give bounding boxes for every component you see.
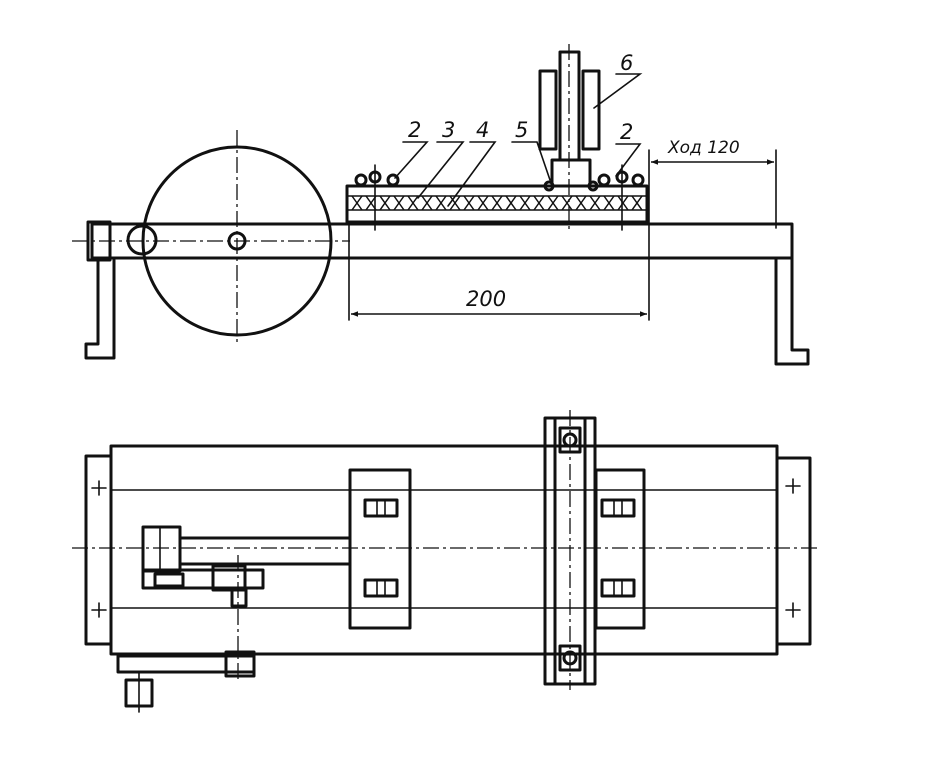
right-clamp-bolts <box>597 164 645 231</box>
length-dimension <box>348 223 647 321</box>
callout-3: 3 <box>442 118 455 142</box>
roller-assembly <box>538 44 601 232</box>
plan-view <box>72 410 820 713</box>
eccentric-pin <box>126 224 158 256</box>
crank-handle <box>116 650 256 713</box>
stroke-label: Ход 120 <box>667 138 740 158</box>
eccentric-linkage <box>141 555 265 680</box>
stroke-dimension <box>648 149 777 321</box>
left-end-plate <box>84 454 113 646</box>
specimen-stack <box>345 184 649 224</box>
left-clamp-block <box>348 468 412 630</box>
callout-4: 4 <box>476 118 489 142</box>
front-view: 2 3 4 5 2 6 Ход 120 200 <box>72 44 810 366</box>
callout-leaders <box>394 73 643 207</box>
length-label: 200 <box>466 287 506 311</box>
plan-bolts <box>363 498 636 598</box>
right-leg <box>774 226 810 366</box>
mounting-marks <box>91 478 801 618</box>
callout-2-left: 2 <box>408 118 421 142</box>
callout-5: 5 <box>515 118 528 142</box>
right-end-plate <box>775 456 812 646</box>
callout-6: 6 <box>620 51 633 75</box>
roller-bearings <box>558 426 582 672</box>
left-leg <box>84 258 116 360</box>
callout-2-right: 2 <box>620 120 633 144</box>
beam <box>90 222 794 260</box>
plan-frame <box>109 444 779 656</box>
left-clamp-bolts <box>354 164 400 231</box>
right-clamp-block <box>594 468 646 630</box>
connecting-rod <box>141 525 352 573</box>
